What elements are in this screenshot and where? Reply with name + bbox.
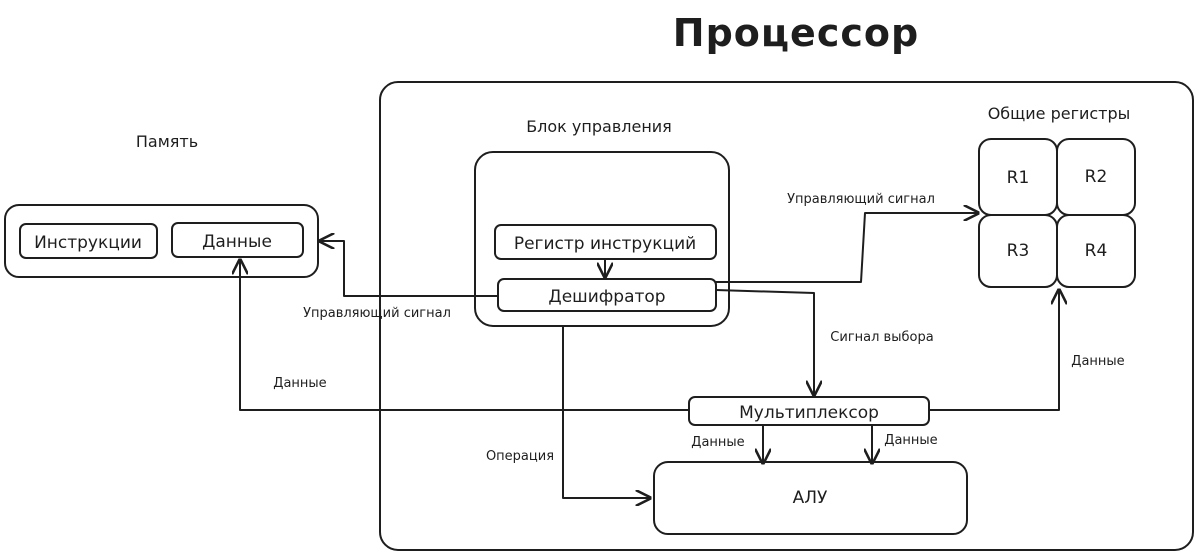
arrow-multiplexer-to-registers [929,290,1059,411]
arrow-decoder-to-alu [562,326,650,498]
edge-label-operation: Операция [486,449,554,464]
edge-label-decoder-to-memory: Управляющий сигнал [303,306,451,321]
memory-data-box [171,222,304,258]
decoder-label: Дешифратор [548,287,665,307]
multiplexer-label: Мультиплексор [739,403,879,423]
memory-heading: Память [136,132,198,151]
arrow-decoder-to-multiplexer [715,289,814,395]
alu-box [653,461,968,535]
control-unit-heading: Блок управления [526,117,672,136]
instruction-register-label: Регистр инструкций [514,234,696,254]
processor-frame [379,81,1194,551]
registers-heading: Общие регистры [988,104,1131,123]
arrow-decoder-to-memory [320,241,498,297]
edge-label-mux-to-memory: Данные [273,376,326,391]
edge-label-decoder-to-registers: Управляющий сигнал [787,192,935,207]
arrow-decoder-to-registers [716,213,978,283]
diagram-title: Процессор [673,11,919,55]
edge-label-mux-to-alu-right: Данные [884,433,937,448]
register-r3-label: R3 [1007,241,1030,261]
memory-instructions-label: Инструкции [34,233,142,253]
register-r4-box [1056,214,1136,288]
edge-label-select-signal: Сигнал выбора [830,330,933,345]
arrow-multiplexer-to-memory [240,260,689,411]
edge-label-mux-to-registers: Данные [1071,354,1124,369]
register-r2-label: R2 [1085,167,1108,187]
register-r4-label: R4 [1085,241,1108,261]
register-r1-label: R1 [1007,168,1030,188]
memory-data-label: Данные [202,232,272,252]
memory-instructions-box [19,223,158,259]
alu-label: АЛУ [793,488,828,508]
edge-label-mux-to-alu-left: Данные [691,435,744,450]
